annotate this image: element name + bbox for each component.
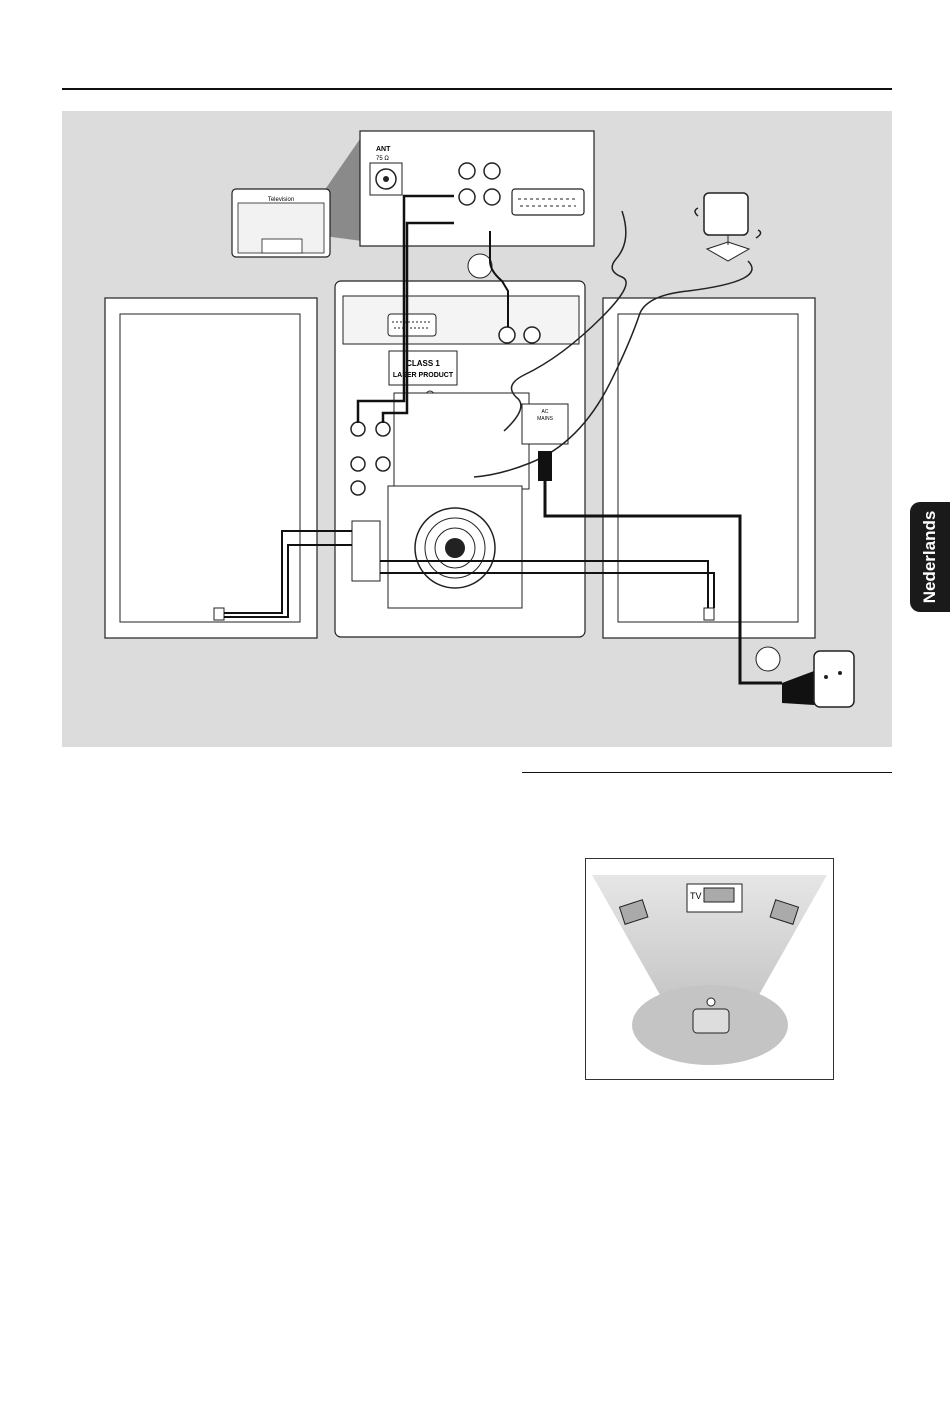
am-loop-antenna	[695, 193, 761, 261]
wall-socket	[782, 651, 854, 707]
television: Television	[232, 189, 330, 257]
mains-label-line1: AC	[542, 409, 549, 415]
language-tab-label: Nederlands	[920, 511, 940, 604]
mains-label-line2: MAINS	[537, 416, 554, 422]
listener-head-icon	[707, 998, 715, 1006]
top-rule	[62, 88, 892, 90]
language-tab[interactable]: Nederlands	[910, 502, 950, 612]
laser-label-line1: CLASS 1	[406, 359, 440, 368]
tv-icon: TV	[687, 884, 742, 912]
laser-label-line2: LASER PRODUCT	[393, 372, 454, 379]
tv-label: TV	[690, 891, 702, 901]
step-marker-1	[468, 254, 492, 278]
listener-seat-icon	[693, 1009, 729, 1033]
antenna-label: ANT	[376, 146, 391, 153]
left-speaker	[105, 298, 317, 638]
speaker-placement-diagram: TV	[585, 858, 834, 1080]
antenna-sub-label: 75 Ω	[376, 156, 389, 162]
section-rule	[522, 772, 892, 773]
connection-diagram: Television ANT 75 Ω	[62, 111, 892, 747]
connection-diagram-svg: Television ANT 75 Ω	[62, 111, 892, 747]
tv-label: Television	[268, 197, 294, 203]
speaker-placement-svg: TV	[586, 859, 833, 1079]
step-marker-2	[756, 647, 780, 671]
tv-back-panel: ANT 75 Ω	[360, 131, 594, 246]
mains-plug	[538, 451, 552, 481]
